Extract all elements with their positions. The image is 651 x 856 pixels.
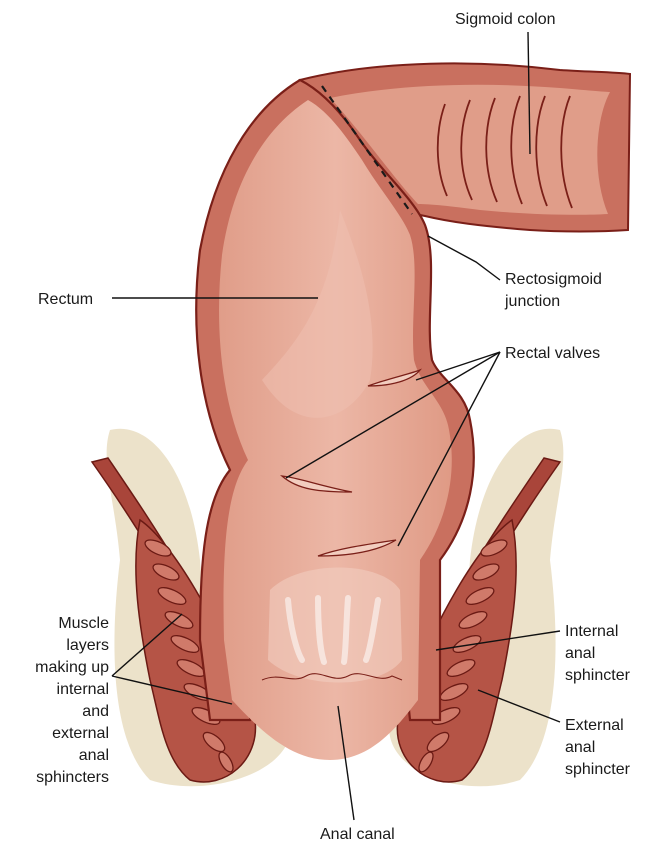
svg-text:Muscle: Muscle <box>58 615 109 632</box>
label-rectosigmoid-line1: Rectosigmoid <box>505 271 602 288</box>
svg-text:anal: anal <box>565 645 595 662</box>
svg-text:internal: internal <box>57 681 109 698</box>
svg-text:anal: anal <box>79 747 109 764</box>
svg-text:external: external <box>52 725 109 742</box>
label-rectum: Rectum <box>38 291 93 308</box>
svg-text:sphincters: sphincters <box>36 769 109 786</box>
svg-text:Internal: Internal <box>565 623 618 640</box>
label-rectal-valves: Rectal valves <box>505 345 600 362</box>
label-muscle-layers: Muscle layers making up internal and ext… <box>35 615 109 786</box>
label-rectosigmoid-line2: junction <box>504 293 560 310</box>
label-internal-anal-sphincter: Internal anal sphincter <box>565 623 631 684</box>
svg-text:External: External <box>565 717 624 734</box>
svg-text:and: and <box>82 703 109 720</box>
label-external-anal-sphincter: External anal sphincter <box>565 717 631 778</box>
label-anal-canal: Anal canal <box>320 826 395 843</box>
label-sigmoid-colon: Sigmoid colon <box>455 11 556 28</box>
svg-text:layers: layers <box>66 637 109 654</box>
svg-text:anal: anal <box>565 739 595 756</box>
svg-text:making up: making up <box>35 659 109 676</box>
svg-text:sphincter: sphincter <box>565 761 631 778</box>
svg-text:sphincter: sphincter <box>565 667 631 684</box>
